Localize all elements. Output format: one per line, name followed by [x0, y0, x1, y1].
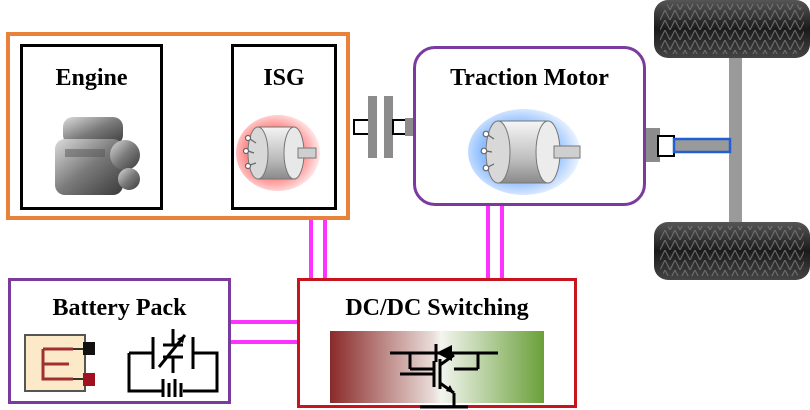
engine-label: Engine: [55, 65, 128, 91]
engine-icon: [55, 117, 140, 195]
dcdc-switching-label: DC/DC Switching: [345, 295, 529, 321]
battery-pack-label: Battery Pack: [52, 295, 187, 321]
igbt-switch-icon: [390, 344, 498, 409]
isg-label: ISG: [263, 65, 305, 91]
engine-box: Engine: [20, 44, 163, 210]
battery-pack-box: Battery Pack: [8, 278, 231, 404]
traction-dcdc-link: [486, 204, 504, 280]
clutch-icon: [353, 96, 415, 158]
axle-link: [672, 137, 732, 154]
isg-dcdc-link: [309, 216, 327, 280]
isg-motor-icon: [236, 115, 320, 191]
traction-motor-icon: [468, 109, 581, 195]
traction-motor-box: Traction Motor: [413, 46, 646, 206]
wheels-axle: [646, 0, 810, 280]
traction-motor-label: Traction Motor: [450, 65, 609, 91]
battery-dcdc-link: [230, 320, 297, 344]
isg-box: ISG: [231, 44, 337, 210]
tire-icon-bottom: [654, 222, 810, 280]
dcdc-gradient-panel: [330, 331, 544, 403]
dcdc-switching-box: DC/DC Switching: [297, 278, 577, 409]
axle: [729, 50, 742, 230]
battery-circuit-icon: [127, 329, 219, 397]
battery-cell-icon: [24, 334, 95, 392]
tire-icon-top: [654, 0, 810, 58]
